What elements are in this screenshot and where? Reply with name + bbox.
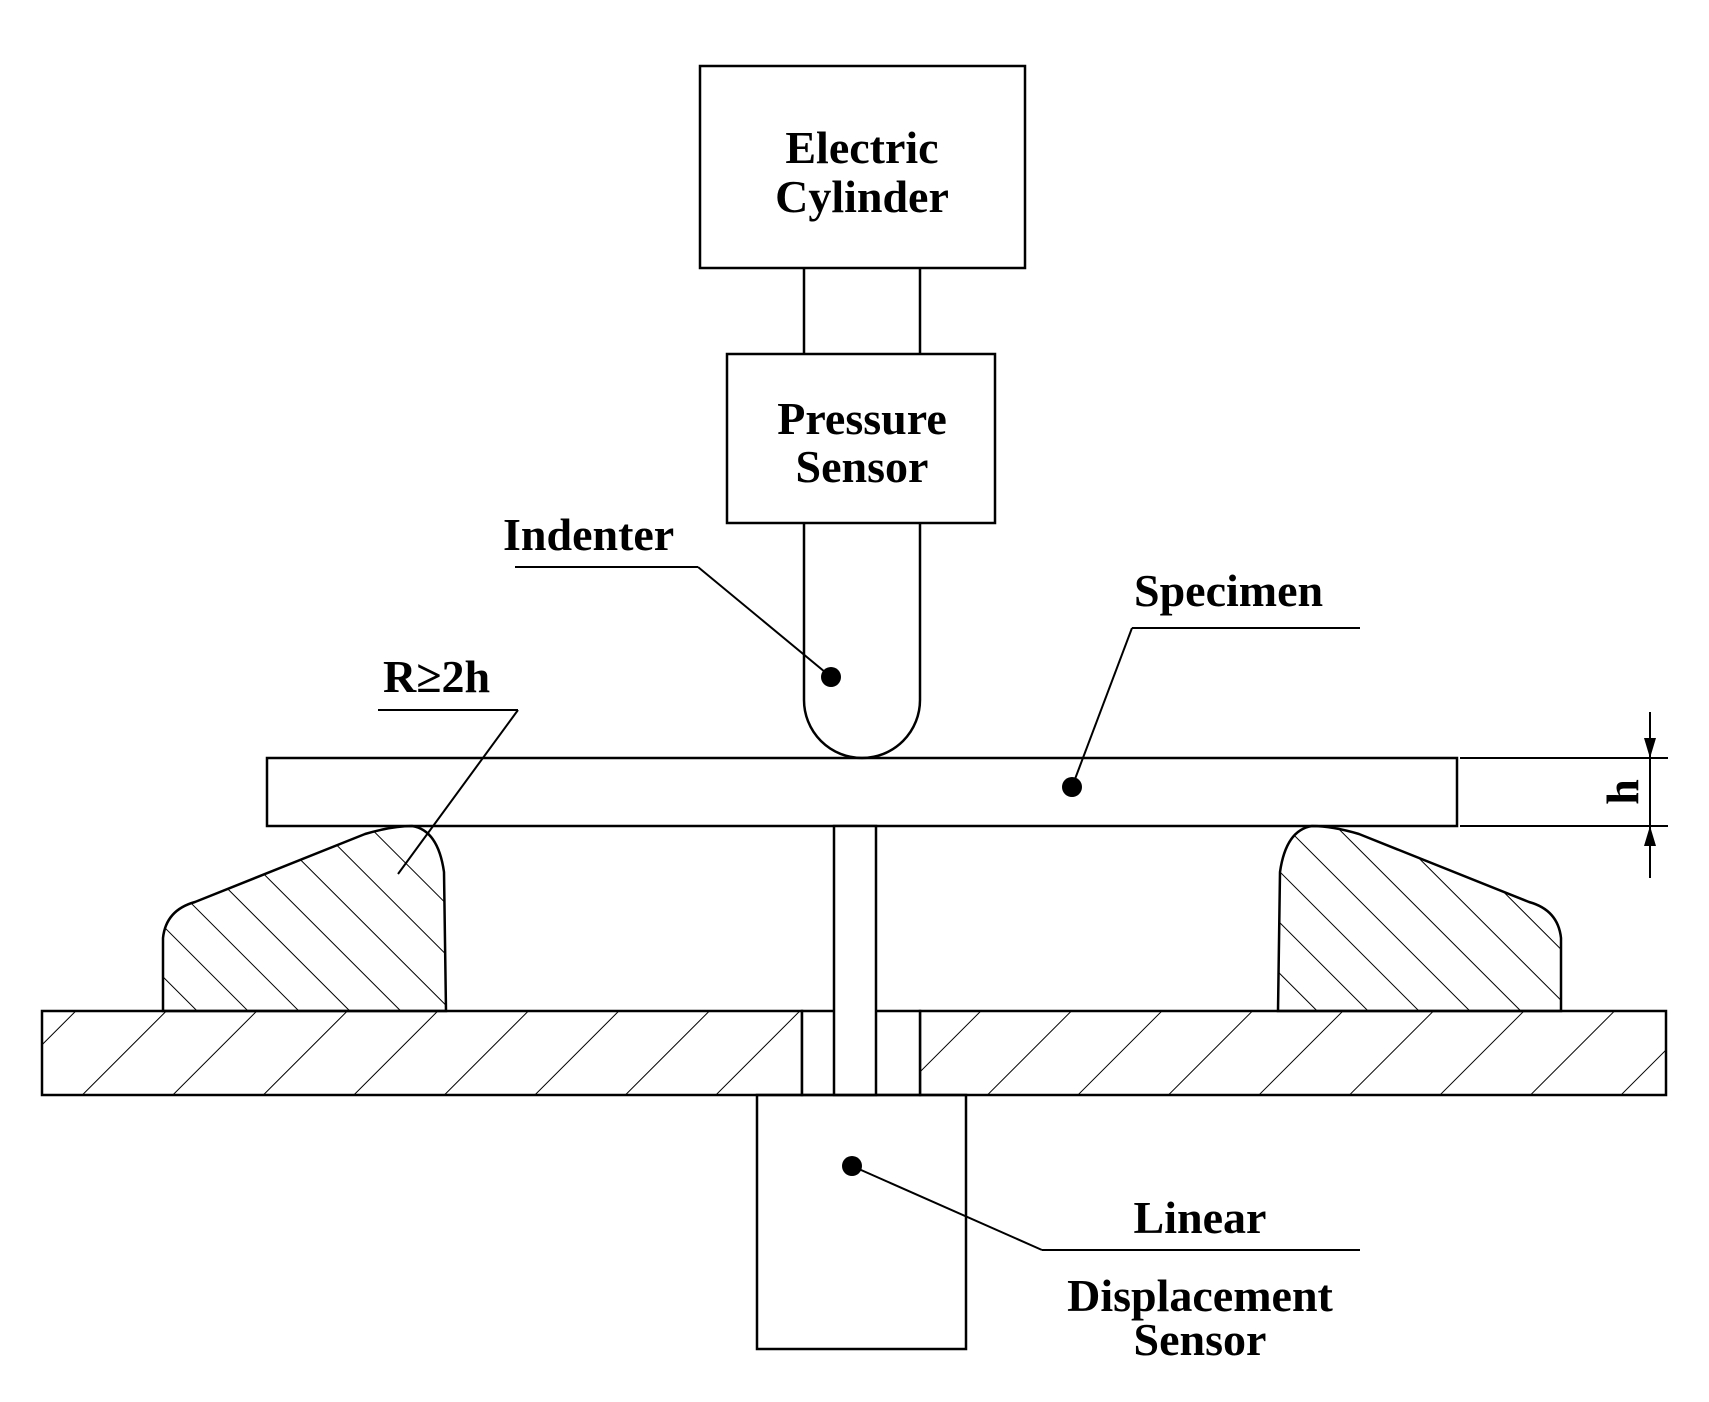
linear-label: Linear [1134,1192,1267,1243]
specimen-bar [265,756,1459,828]
thickness-dimension: h [1460,712,1668,878]
base-plate-left [40,1009,804,1097]
base-plate-right [918,1009,1668,1097]
indenter-callout: Indenter [503,509,832,678]
displacement-sensor-callout: Linear Displacement Sensor [851,1165,1360,1365]
indenter-label: Indenter [503,509,674,560]
electric-cylinder-box [698,64,1027,270]
displacement-sensor-box [755,1093,968,1351]
left-support [161,824,448,1013]
electric-cylinder-label-2: Cylinder [775,171,949,222]
specimen-label: Specimen [1134,565,1323,616]
pressure-sensor-label-1: Pressure [777,393,947,444]
pressure-sensor: Pressure Sensor [725,352,997,525]
left-support-shape [161,824,448,1013]
indenter [802,523,922,760]
sensor-label: Sensor [1134,1314,1267,1365]
radius-label: R≥2h [383,651,490,702]
base-plate [40,1009,1668,1097]
right-support-shape [1276,824,1563,1013]
specimen-callout: Specimen [1071,565,1360,788]
radius-callout: R≥2h [378,651,519,875]
displacement-label: Displacement [1067,1270,1333,1321]
probe-rod [832,824,878,1097]
displacement-probe [832,824,878,1097]
electric-cylinder: Electric Cylinder [698,64,1027,270]
linear-displacement-sensor [755,1093,968,1351]
cylinder-rod [802,268,922,354]
specimen [265,756,1459,828]
pressure-sensor-box [725,352,997,525]
pressure-sensor-label-2: Sensor [796,441,929,492]
thickness-label: h [1597,779,1648,805]
electric-cylinder-label-1: Electric [785,122,938,173]
indenter-shape [802,523,922,760]
right-support [1276,824,1563,1013]
